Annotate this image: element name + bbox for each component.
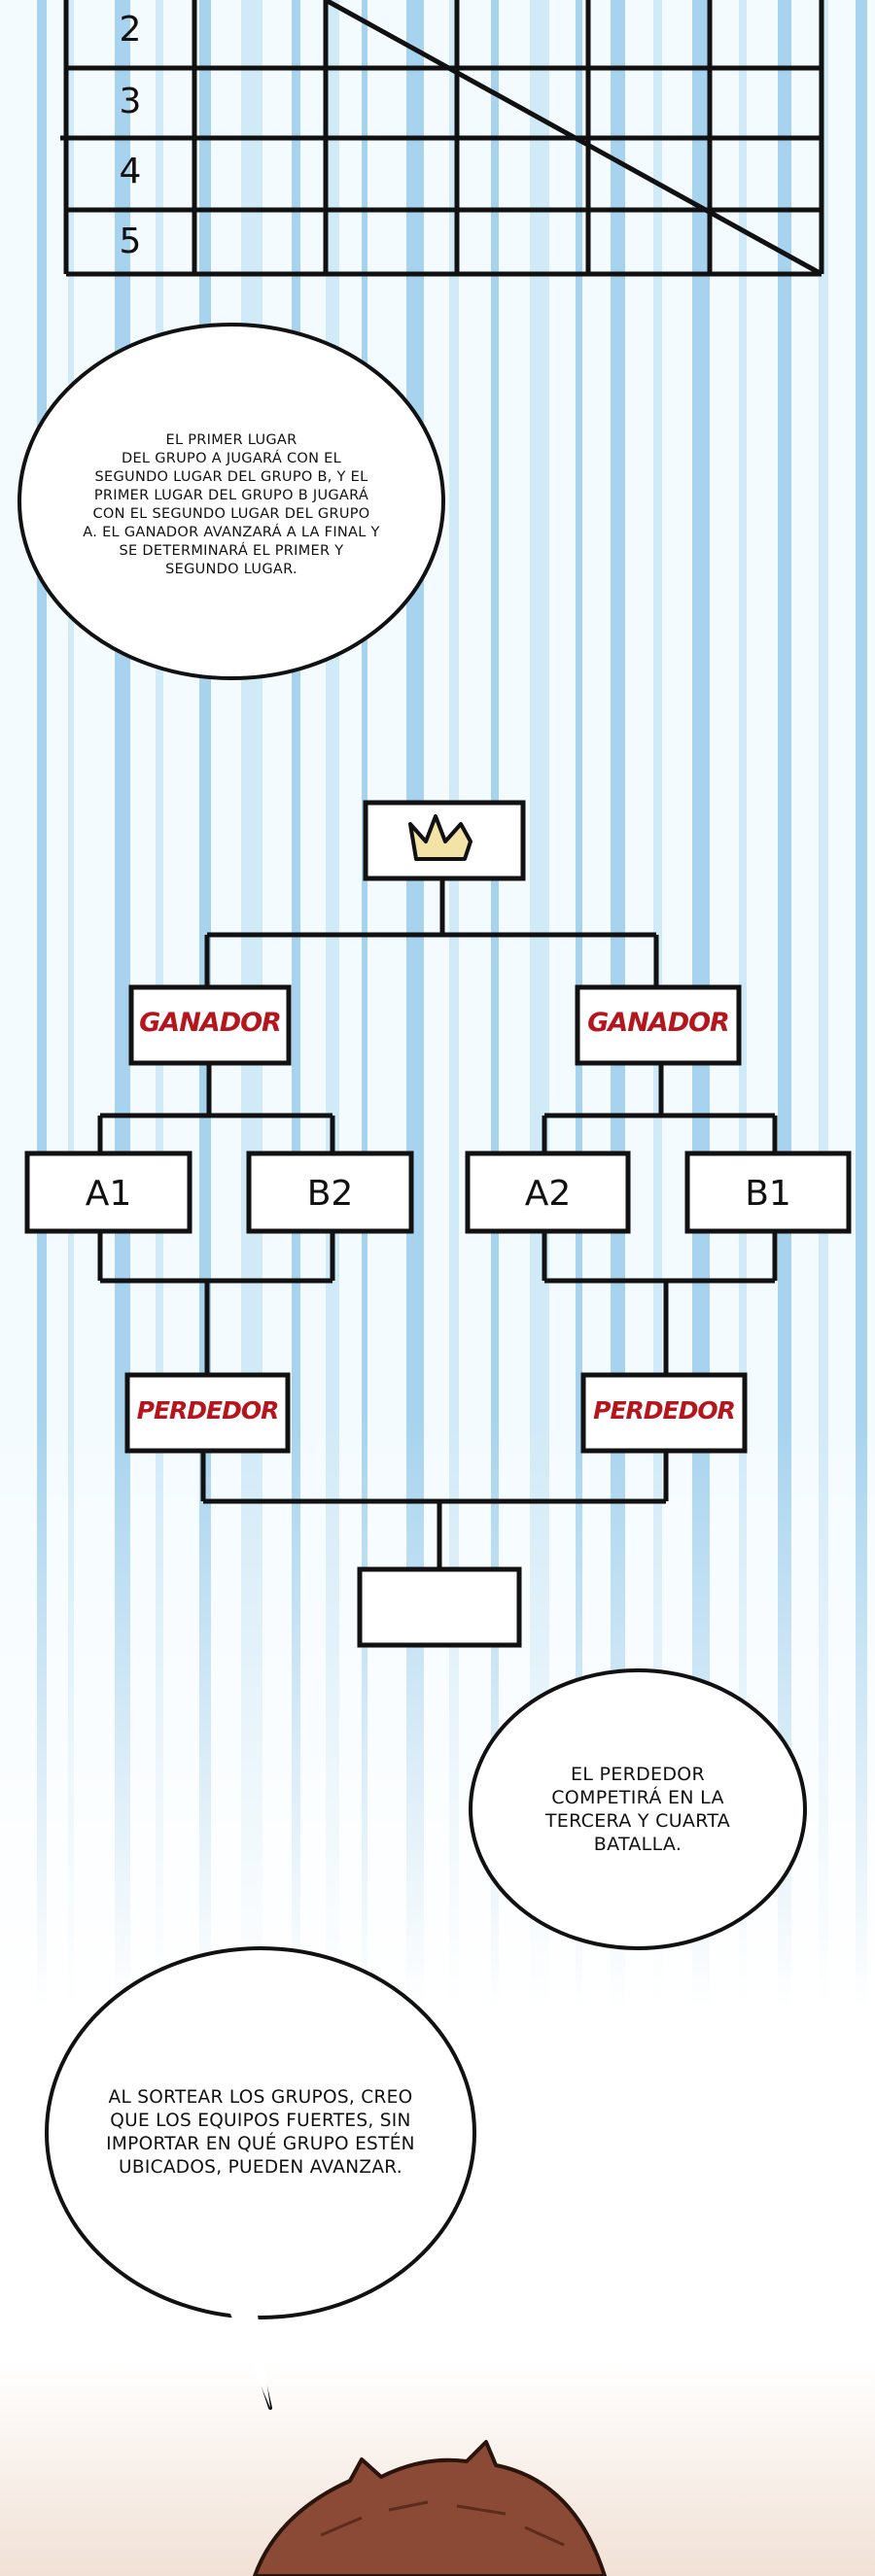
loser-box-left bbox=[124, 1372, 291, 1454]
table-row-number: 5 bbox=[119, 222, 142, 261]
team-box-a1 bbox=[24, 1151, 192, 1234]
character-hair bbox=[253, 2440, 607, 2576]
champion-box bbox=[363, 800, 526, 881]
loser-label-right: PERDEDOR bbox=[593, 1396, 736, 1425]
loser-label-left: PERDEDOR bbox=[136, 1396, 280, 1425]
team-box-b1 bbox=[684, 1151, 852, 1234]
team-box-a2 bbox=[465, 1151, 631, 1234]
winner-label-left: GANADOR bbox=[139, 1008, 282, 1038]
speech-bubble-top bbox=[18, 323, 445, 680]
winner-box-left bbox=[128, 984, 292, 1066]
team-label-a1: A1 bbox=[85, 1174, 132, 1214]
team-label-b1: B1 bbox=[745, 1174, 791, 1214]
table-row-number: 3 bbox=[119, 82, 142, 121]
team-box-b2 bbox=[246, 1151, 414, 1234]
bubble-text-top: EL PRIMER LUGAR DEL GRUPO A JUGARÁ CON E… bbox=[83, 432, 380, 577]
team-label-b2: B2 bbox=[306, 1174, 354, 1214]
group-table bbox=[60, 0, 824, 277]
winner-label-right: GANADOR bbox=[587, 1008, 730, 1038]
loser-box-right bbox=[580, 1372, 748, 1454]
bubble-text-middle: EL PERDEDOR COMPETIRÁ EN LA TERCERA Y CU… bbox=[544, 1764, 731, 1855]
table-row-number: 2 bbox=[119, 10, 142, 50]
bubble-text-bottom: AL SORTEAR LOS GRUPOS, CREO QUE LOS EQUI… bbox=[106, 2087, 415, 2178]
table-row-number: 4 bbox=[119, 152, 142, 191]
team-label-a2: A2 bbox=[524, 1174, 572, 1214]
winner-box-right bbox=[575, 984, 742, 1066]
speech-bubble-middle bbox=[469, 1668, 807, 1950]
crown-icon bbox=[408, 814, 472, 861]
third-place-box bbox=[357, 1566, 522, 1648]
